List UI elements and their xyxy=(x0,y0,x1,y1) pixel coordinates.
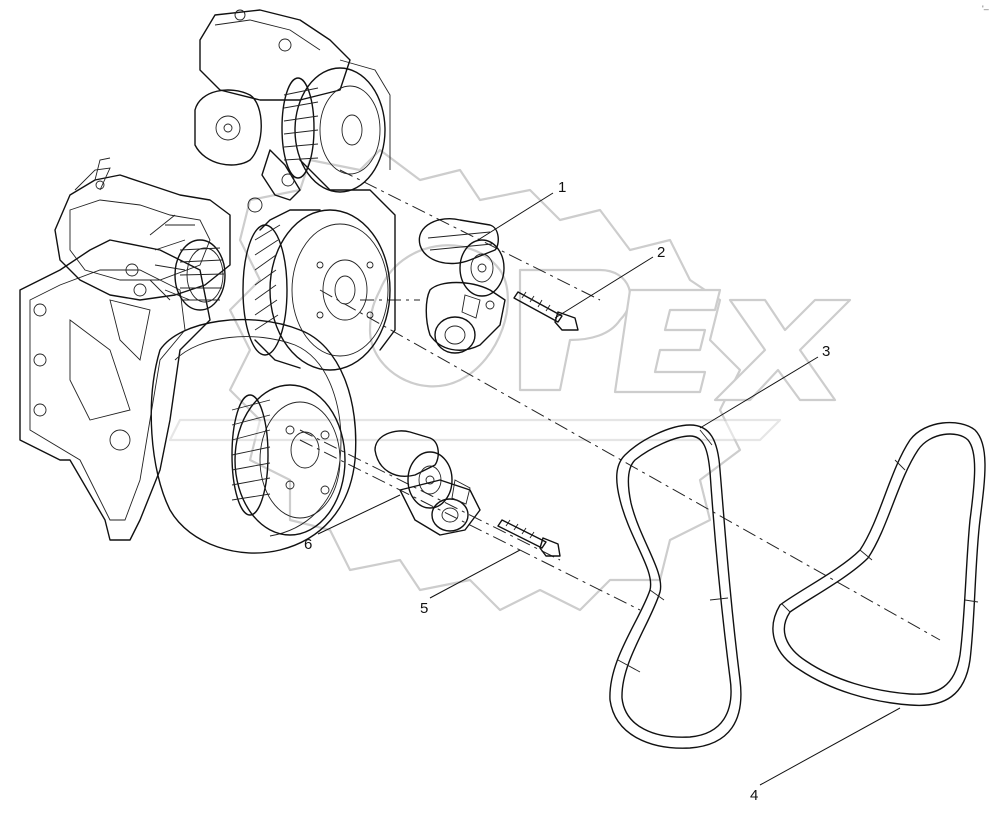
drive-belt-3 xyxy=(609,424,742,749)
callout-6: 6 xyxy=(304,536,312,553)
belt-tensioner-lower xyxy=(374,430,481,536)
callout-2: 2 xyxy=(657,244,665,261)
drive-belt-4 xyxy=(772,421,986,707)
bolt-upper xyxy=(513,291,579,331)
callout-4: 4 xyxy=(750,787,758,804)
corner-mark: '– xyxy=(982,4,989,14)
belt-tensioner-upper xyxy=(418,218,506,354)
callout-3: 3 xyxy=(822,343,830,360)
callout-1: 1 xyxy=(558,179,566,196)
bolt-lower xyxy=(497,519,561,557)
leader-lines xyxy=(317,192,901,786)
callout-5: 5 xyxy=(420,600,428,617)
engine-front-assembly xyxy=(19,9,396,554)
callout-labels: 1 2 3 4 5 6 xyxy=(304,179,830,804)
